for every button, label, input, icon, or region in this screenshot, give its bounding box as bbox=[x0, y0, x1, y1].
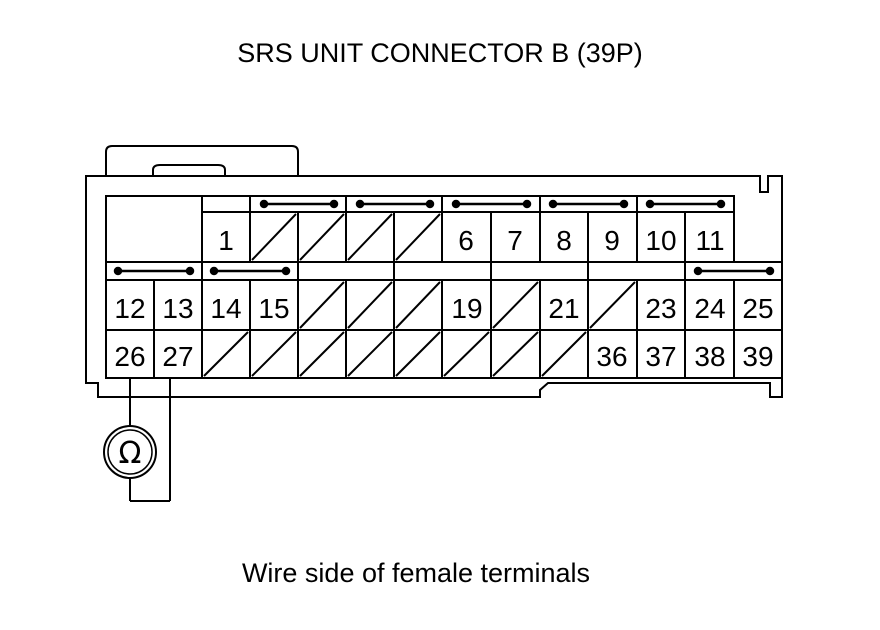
terminal-label: 23 bbox=[645, 293, 676, 324]
terminal-label: 27 bbox=[162, 341, 193, 372]
ohmmeter-leads bbox=[129, 378, 171, 502]
terminal-label: 9 bbox=[604, 225, 620, 256]
terminal-label: 10 bbox=[645, 225, 676, 256]
terminal-label: 14 bbox=[210, 293, 241, 324]
diagram-caption: Wire side of female terminals bbox=[241, 558, 591, 588]
shorting-bars-row2 bbox=[113, 266, 775, 276]
row2-row3-cells bbox=[105, 279, 783, 379]
terminal-label: 19 bbox=[451, 293, 482, 324]
shorting-bars-row1 bbox=[259, 199, 726, 209]
page-title: SRS UNIT CONNECTOR B (39P) bbox=[237, 38, 643, 68]
terminal-label: 26 bbox=[114, 341, 145, 372]
terminal-label: 25 bbox=[742, 293, 773, 324]
ohm-symbol: Ω bbox=[119, 436, 142, 471]
latch-tab bbox=[152, 164, 226, 176]
terminal-label: 36 bbox=[596, 341, 627, 372]
terminal-label: 37 bbox=[645, 341, 676, 372]
row1-labels: 1 6 7 8 9 10 11 bbox=[218, 225, 724, 256]
terminal-label: 39 bbox=[742, 341, 773, 372]
terminal-label: 12 bbox=[114, 293, 145, 324]
terminal-label: 21 bbox=[548, 293, 579, 324]
terminal-label: 7 bbox=[507, 225, 523, 256]
terminal-label: 8 bbox=[556, 225, 572, 256]
terminal-label: 6 bbox=[458, 225, 474, 256]
ohmmeter-icon: Ω bbox=[103, 425, 157, 479]
terminal-label: 11 bbox=[695, 225, 724, 256]
terminal-label: 13 bbox=[162, 293, 193, 324]
connector-housing bbox=[85, 175, 783, 398]
connector-latch bbox=[105, 145, 299, 176]
row3-labels: 26 27 36 37 38 39 bbox=[114, 341, 773, 372]
terminal-label: 15 bbox=[258, 293, 289, 324]
blank-cavity bbox=[105, 195, 203, 263]
terminal-label: 38 bbox=[694, 341, 725, 372]
row2-labels: 12 13 14 15 19 21 23 24 25 bbox=[114, 293, 773, 324]
terminal-label: 1 bbox=[218, 225, 234, 256]
terminal-label: 24 bbox=[694, 293, 725, 324]
